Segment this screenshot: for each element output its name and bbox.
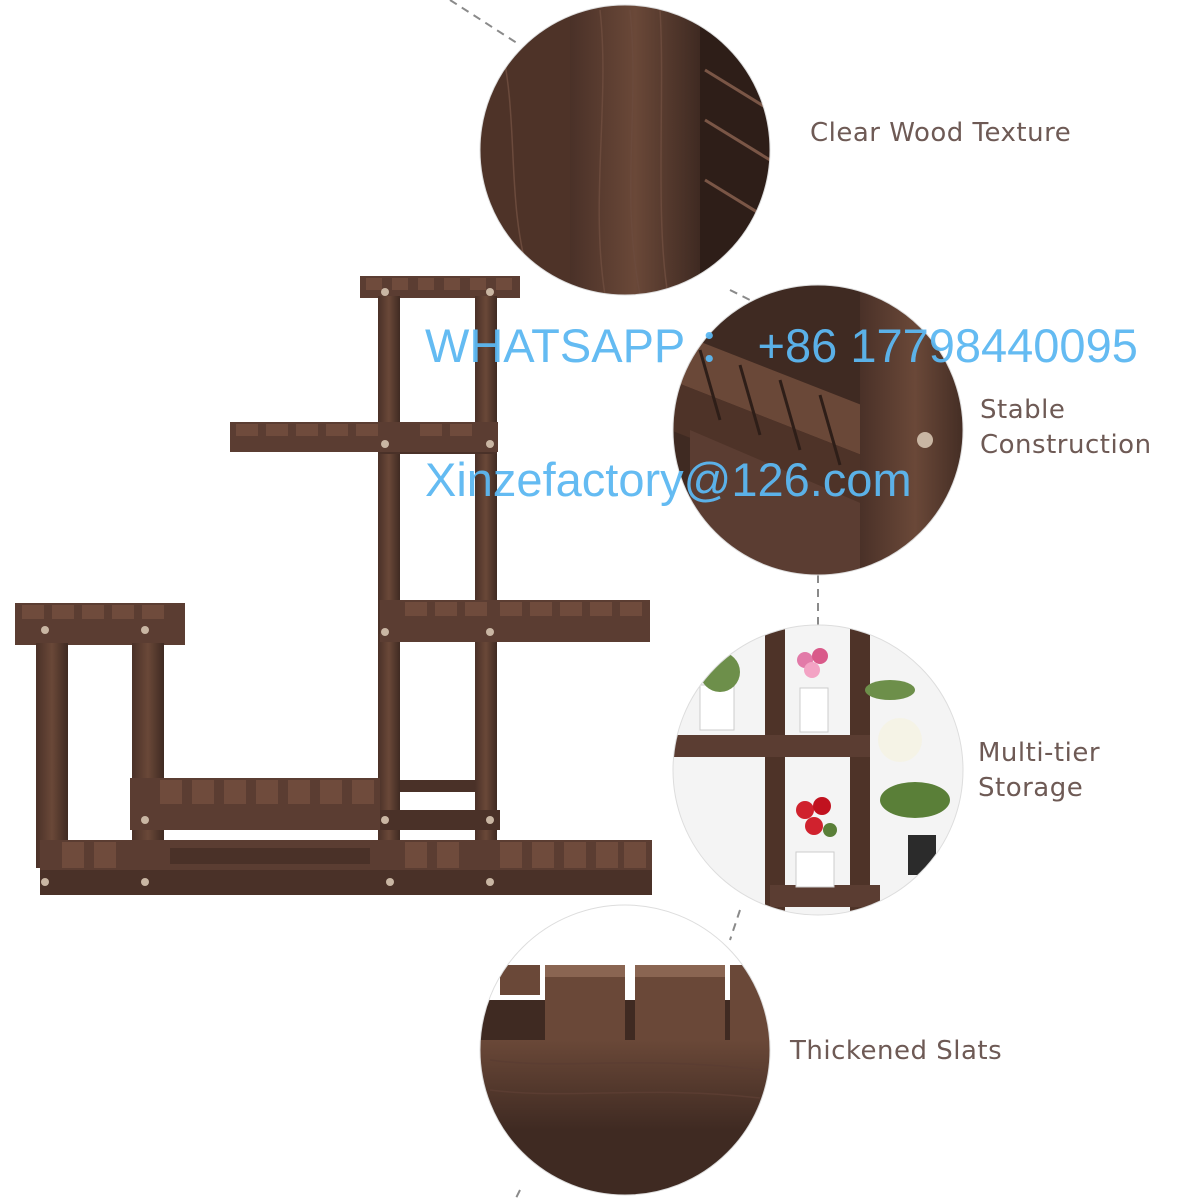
- wood-texture-closeup: [480, 5, 770, 295]
- feature-label-line: Construction: [980, 430, 1152, 460]
- slats-closeup: [480, 905, 770, 1195]
- connector-lines: [449, 0, 819, 1200]
- feature-label-construction: Stable Construction: [980, 393, 1152, 463]
- feature-label-line: Storage: [978, 773, 1084, 803]
- feature-label-line: Multi-tier: [978, 738, 1101, 768]
- feature-label-slats: Thickened Slats: [790, 1034, 1002, 1069]
- watermark-phone: WHATSAPP ： +86 17798440095: [425, 319, 1138, 372]
- storage-closeup: [673, 625, 963, 915]
- feature-label-line: Thickened Slats: [790, 1036, 1003, 1066]
- feature-label-line: Clear Wood Texture: [810, 118, 1072, 148]
- feature-label-line: Stable: [980, 395, 1066, 425]
- plant-stand-image: [15, 276, 652, 895]
- feature-label-storage: Multi-tier Storage: [978, 736, 1100, 806]
- watermark-email: Xinzefactory@126.com: [425, 453, 912, 506]
- feature-label-wood-texture: Clear Wood Texture: [810, 116, 1071, 151]
- construction-closeup: [673, 285, 963, 575]
